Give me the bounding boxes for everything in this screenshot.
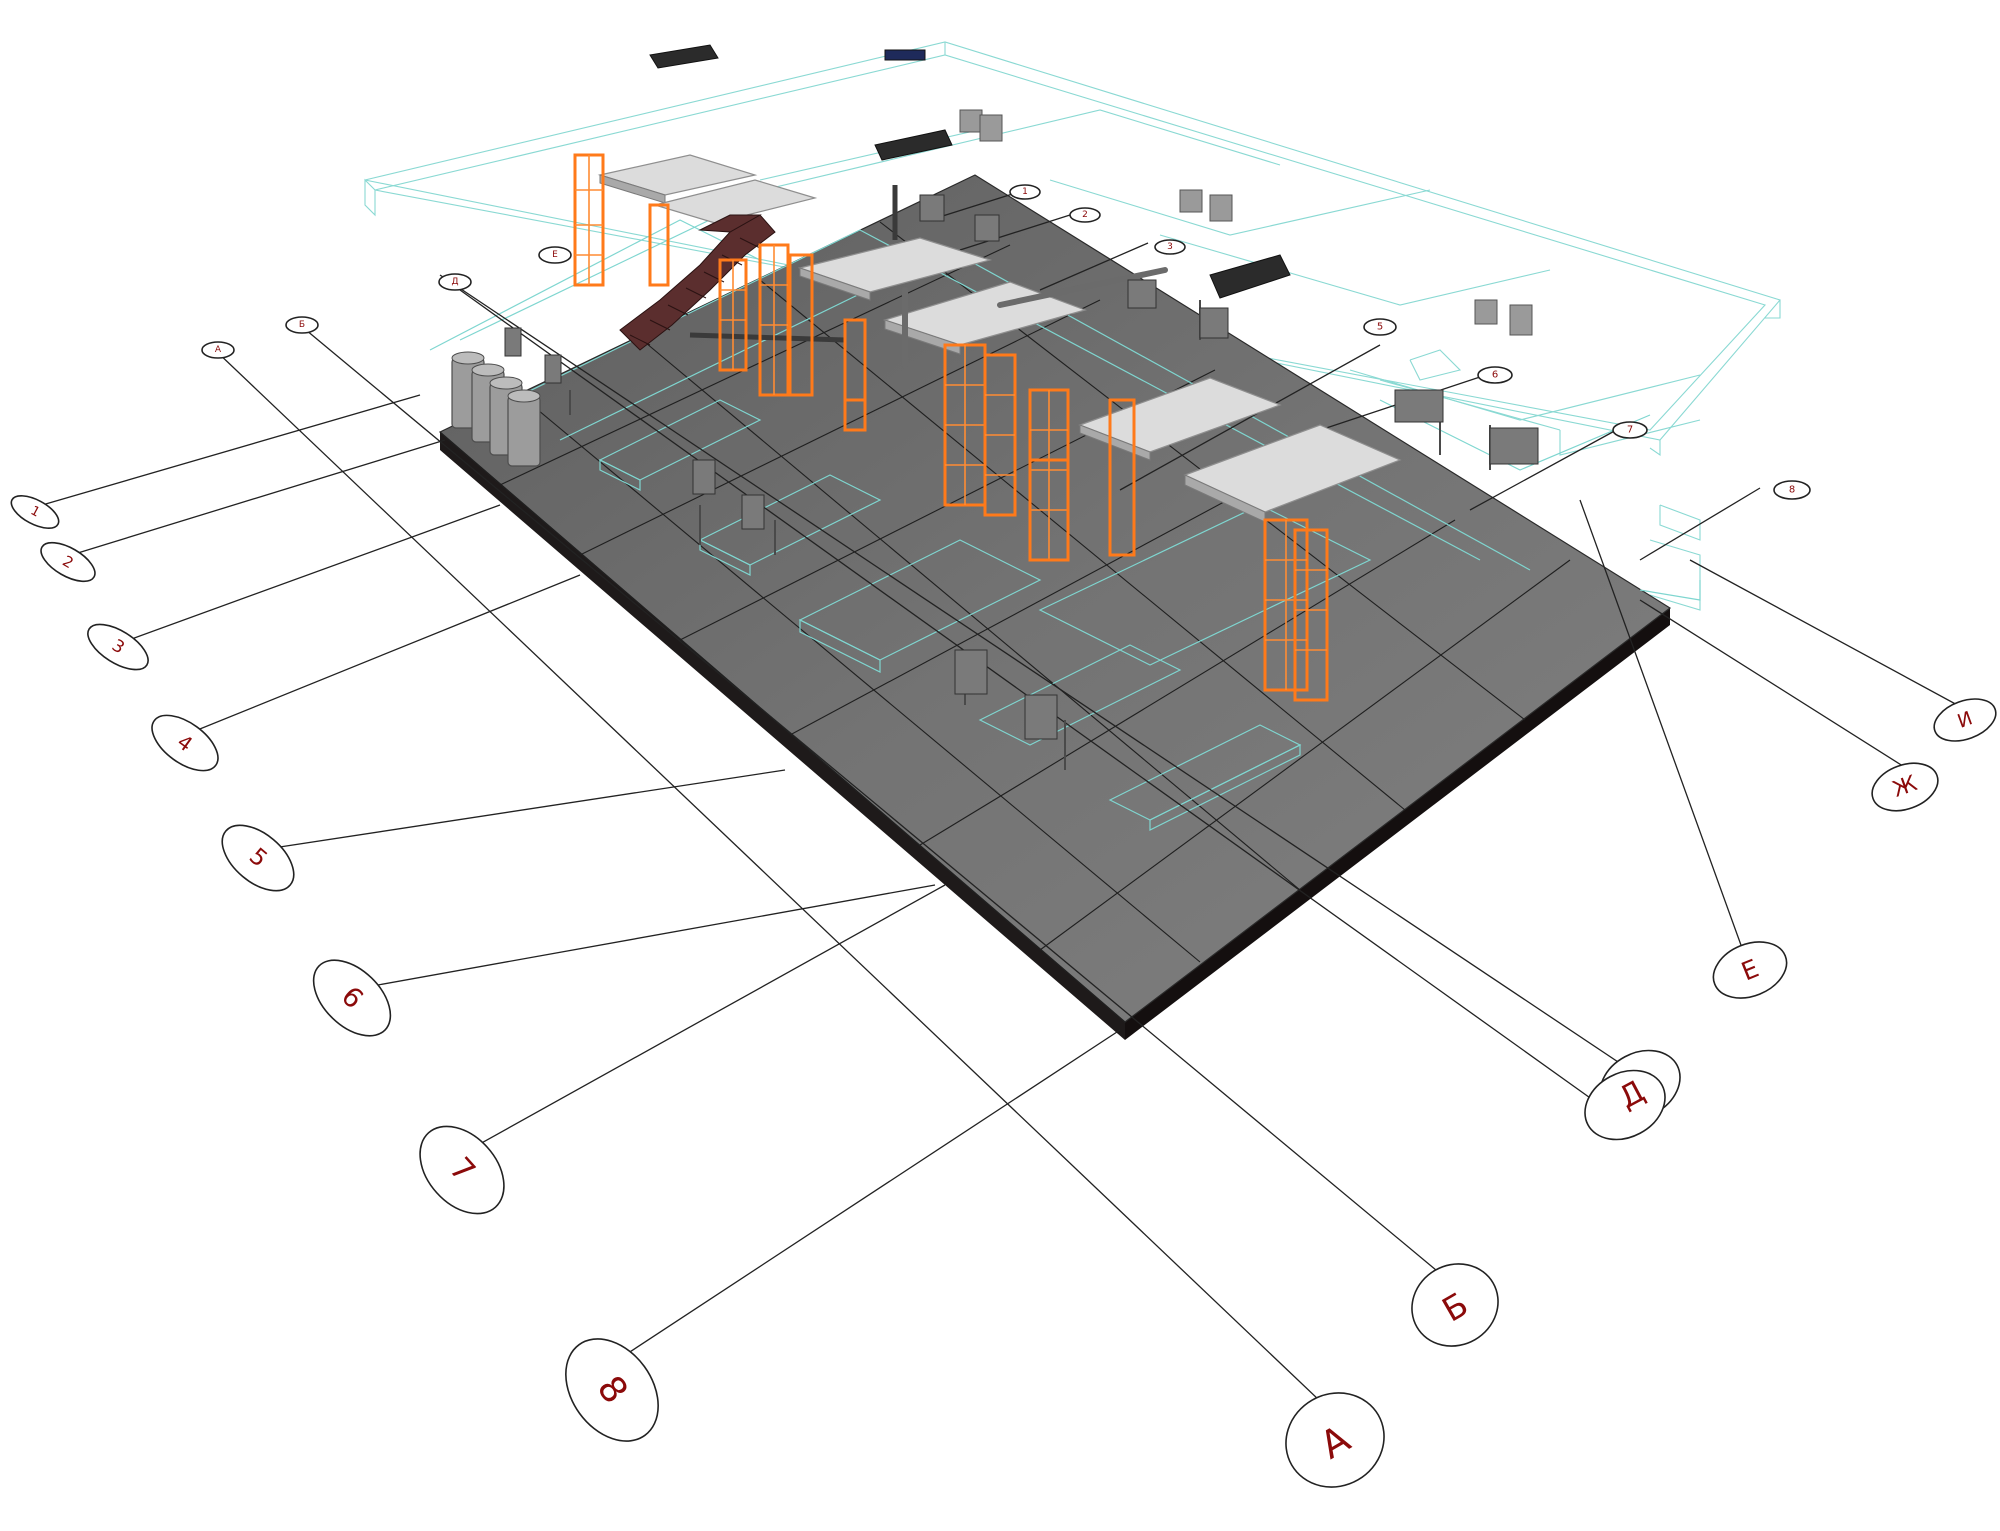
- far-axis-bubble-Д: Д: [438, 273, 472, 291]
- svg-text:6: 6: [1492, 370, 1498, 381]
- axis-bubble-5: 5: [221, 824, 295, 892]
- far-axis-bubble-5: 5: [1363, 318, 1397, 336]
- axis-bubble-6: 6: [312, 959, 392, 1037]
- axis-bubble-1: 1: [10, 495, 60, 529]
- svg-text:Д: Д: [451, 277, 458, 287]
- axis-bubble-Е: Е: [1712, 941, 1788, 999]
- vent-box-icon: [649, 44, 1533, 336]
- svg-text:7: 7: [1627, 425, 1633, 436]
- axis-bubble-Ж: Ж: [1871, 762, 1939, 812]
- axis-bubble-Д: Д: [1584, 1049, 1681, 1141]
- svg-text:5: 5: [1377, 322, 1383, 333]
- grid-axes-leaders: [24, 189, 1986, 1421]
- svg-text:А: А: [215, 345, 222, 355]
- radiators: [504, 194, 1539, 740]
- far-axis-bubble-Б: Б: [285, 316, 319, 334]
- axis-bubble-8: 8: [565, 1338, 659, 1442]
- svg-text:3: 3: [1167, 242, 1173, 252]
- svg-text:Б: Б: [299, 320, 305, 330]
- far-axis-bubble-6: 6: [1477, 366, 1513, 384]
- far-axis-bubble-7: 7: [1612, 421, 1648, 439]
- svg-text:Е: Е: [552, 250, 558, 260]
- far-axis-bubble-1: 1: [1009, 184, 1041, 200]
- axis-bubble-Б: Б: [1411, 1263, 1499, 1347]
- staircase-icon: [619, 214, 776, 351]
- orange-door-frame-icon: [573, 153, 605, 287]
- far-axis-bubble-2: 2: [1069, 207, 1101, 223]
- svg-text:1: 1: [1022, 187, 1028, 197]
- ceiling-panels: [597, 154, 1402, 523]
- svg-text:2: 2: [1082, 210, 1088, 220]
- axis-bubbles: 1 2 3 4 5 6 7 8: [10, 495, 1997, 1488]
- axis-bubble-4: 4: [151, 714, 219, 772]
- axis-bubble-И: И: [1933, 698, 1997, 742]
- radiator-icon: [504, 194, 1539, 740]
- doors: [573, 153, 1329, 702]
- far-axis-bubble-Е: Е: [538, 246, 572, 264]
- axis-bubble-7: 7: [419, 1125, 505, 1215]
- far-axis-bubble-8: 8: [1773, 480, 1811, 500]
- cylindrical-tank-icon: [451, 351, 541, 467]
- far-axis-bubble-3: 3: [1154, 239, 1186, 255]
- axis-bubble-2: 2: [40, 541, 96, 583]
- axis-bubble-3: 3: [87, 623, 149, 671]
- far-axis-bubble-А: А: [201, 341, 235, 359]
- svg-text:И: И: [1955, 707, 1976, 733]
- svg-text:8: 8: [1789, 485, 1795, 496]
- axis-bubble-А: А: [1285, 1392, 1385, 1488]
- far-axis-bubbles: А Б Е Д 1 2 3 5: [201, 184, 1811, 500]
